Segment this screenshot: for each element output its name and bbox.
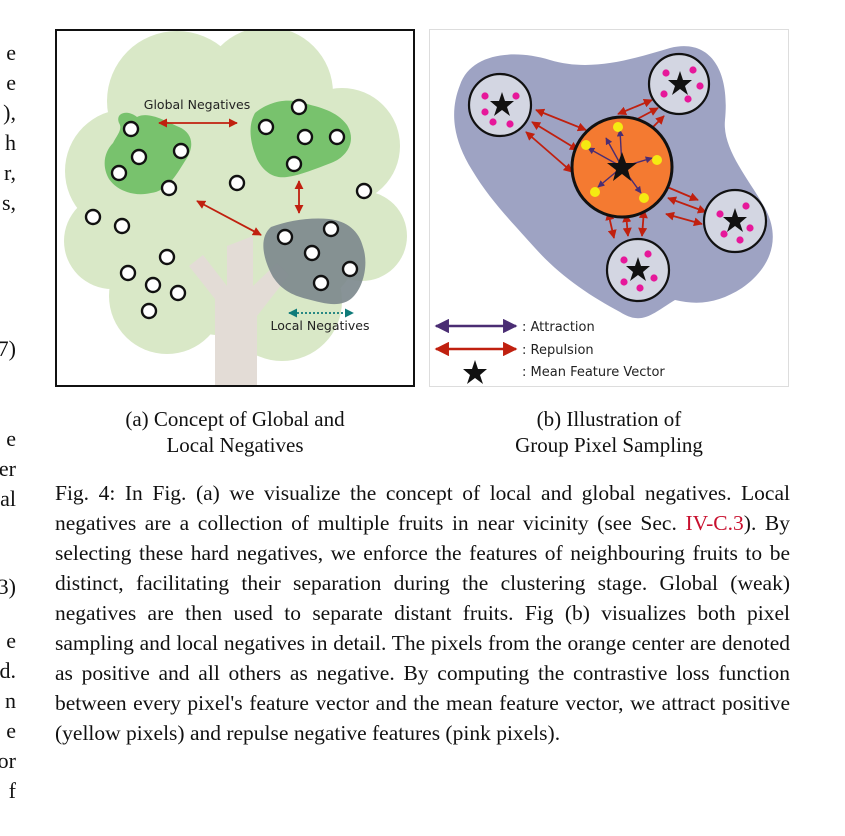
fruit <box>122 120 140 138</box>
margin-fragment: e <box>6 628 16 653</box>
global-negatives-label: Global Negatives <box>144 97 250 112</box>
margin-fragment: d. <box>0 658 16 683</box>
caption-text-before: Fig. 4: In Fig. (a) we visualize the con… <box>55 481 790 535</box>
fruit <box>285 155 303 173</box>
figure-panel-a: Global Negatives Local Negatives <box>55 29 415 387</box>
fruit <box>257 118 275 136</box>
margin-fragment: r, <box>4 160 16 185</box>
margin-fragment: s, <box>1 190 16 215</box>
legend-repulsion: : Repulsion <box>522 343 594 358</box>
fruit <box>113 217 131 235</box>
pixel-sampling-diagram: : Attraction : Repulsion : Mean Feature … <box>434 46 773 384</box>
legend: : Attraction : Repulsion : Mean Feature … <box>434 318 665 384</box>
fruit <box>303 244 321 262</box>
repulsion-arrows <box>525 98 707 239</box>
margin-fragment: ), <box>3 100 16 125</box>
section-ref-link[interactable]: IV-C.3 <box>685 511 744 535</box>
figure-caption: Fig. 4: In Fig. (a) we visualize the con… <box>55 478 790 748</box>
fruit <box>169 284 187 302</box>
margin-fragment: n <box>5 688 16 713</box>
fruit <box>160 179 178 197</box>
star-icon <box>463 360 487 384</box>
fruit <box>110 164 128 182</box>
margin-fragment: e <box>6 718 16 743</box>
margin-fragment: or <box>0 748 16 773</box>
fruit <box>296 128 314 146</box>
negative-fruit <box>467 72 533 138</box>
subcaption-b-line1: (b) Illustration of <box>536 407 682 431</box>
fruit <box>158 248 176 266</box>
fruit <box>130 148 148 166</box>
positive-center-fruit <box>570 115 674 219</box>
fruit <box>328 128 346 146</box>
margin-fragment: er <box>0 456 16 481</box>
subcaption-b-line2: Group Pixel Sampling <box>515 433 703 457</box>
local-negatives-label: Local Negatives <box>271 318 370 333</box>
subcaption-a-line2: Local Negatives <box>166 433 304 457</box>
negative-fruit <box>702 188 768 254</box>
figure-panel-b: : Attraction : Repulsion : Mean Feature … <box>429 29 789 387</box>
fruit <box>322 220 340 238</box>
legend-mean: : Mean Feature Vector <box>522 365 665 380</box>
margin-fragment: e <box>6 426 16 451</box>
margin-fragment: h <box>5 130 16 155</box>
fruit <box>228 174 246 192</box>
subcaption-a-line1: (a) Concept of Global and <box>125 407 345 431</box>
global-negatives-arrow <box>196 200 262 236</box>
margin-fragment: 3) <box>0 574 16 599</box>
subcaption-b: (b) Illustration of Group Pixel Sampling <box>429 406 789 458</box>
margin-fragment: al <box>0 486 16 511</box>
legend-attraction: : Attraction <box>522 320 595 335</box>
fruit <box>276 228 294 246</box>
fruit <box>140 302 158 320</box>
fruit-circles <box>84 98 373 320</box>
fruit <box>119 264 137 282</box>
negative-fruit <box>647 52 711 116</box>
negative-fruit <box>605 237 671 303</box>
tree-diagram: Global Negatives Local Negatives <box>64 31 407 385</box>
fruit <box>312 274 330 292</box>
fruit <box>341 260 359 278</box>
fruit <box>144 276 162 294</box>
tree-trunk <box>189 236 289 385</box>
subcaption-a: (a) Concept of Global and Local Negative… <box>55 406 415 458</box>
caption-text-after: ). By selecting these hard negatives, we… <box>55 511 791 745</box>
fruit <box>172 142 190 160</box>
fruit <box>355 182 373 200</box>
margin-fragment: f <box>8 778 16 803</box>
margin-fragment: e <box>6 70 16 95</box>
fruit <box>290 98 308 116</box>
fruit <box>84 208 102 226</box>
margin-fragment: e <box>6 40 16 65</box>
margin-fragment: 7) <box>0 336 16 361</box>
